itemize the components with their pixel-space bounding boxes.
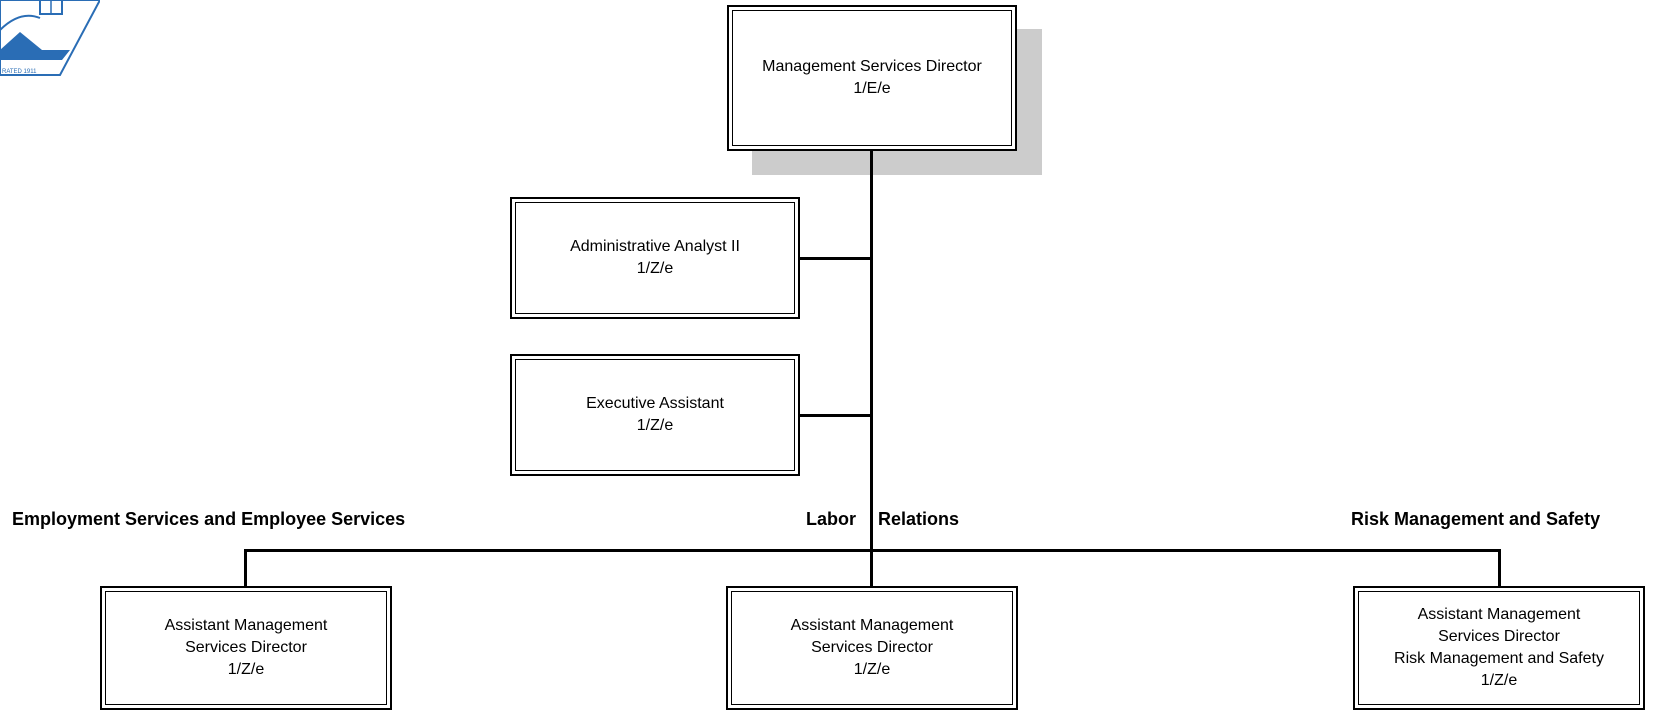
staff-box-content: Executive Assistant 1/Z/e: [515, 359, 795, 471]
staff-connector-1: [798, 257, 872, 260]
box-line: Risk Management and Safety: [1394, 650, 1604, 667]
box-line: Services Director: [1438, 628, 1560, 645]
section-drop-left: [244, 549, 247, 587]
box-line: Assistant Management: [164, 617, 328, 634]
staff-box-administrative-analyst: Administrative Analyst II 1/Z/e: [510, 197, 800, 319]
staff-title: Executive Assistant: [586, 395, 724, 412]
city-seal-logo: RATED 1911: [0, 0, 100, 76]
staff-box-content: Administrative Analyst II 1/Z/e: [515, 202, 795, 314]
box-line: Assistant Management: [790, 617, 954, 634]
director-box-content: Management Services Director 1/E/e: [732, 10, 1012, 146]
section-label-labor-left: Labor: [806, 509, 857, 529]
assistant-director-box-content: Assistant Management Services Director 1…: [105, 591, 387, 705]
staff-code: 1/Z/e: [636, 260, 674, 277]
section-label-labor-right: Relations: [878, 509, 960, 529]
box-line: 1/Z/e: [1480, 672, 1518, 689]
assistant-director-box-content: Assistant Management Services Director R…: [1358, 591, 1640, 705]
section-drop-right: [1498, 549, 1501, 587]
box-line: Assistant Management: [1417, 606, 1581, 623]
box-line: Services Director: [811, 639, 933, 656]
staff-box-executive-assistant: Executive Assistant 1/Z/e: [510, 354, 800, 476]
assistant-director-box-content: Assistant Management Services Director 1…: [731, 591, 1013, 705]
section-label-employment: Employment Services and Employee Service…: [12, 509, 406, 529]
assistant-director-box-risk: Assistant Management Services Director R…: [1353, 586, 1645, 710]
director-box: Management Services Director 1/E/e: [727, 5, 1017, 151]
box-line: Services Director: [185, 639, 307, 656]
assistant-director-box-employment: Assistant Management Services Director 1…: [100, 586, 392, 710]
section-horizontal-line: [244, 549, 1501, 552]
staff-title: Administrative Analyst II: [570, 238, 740, 255]
assistant-director-box-labor: Assistant Management Services Director 1…: [726, 586, 1018, 710]
box-line: 1/Z/e: [227, 661, 265, 678]
box-line: 1/Z/e: [853, 661, 891, 678]
staff-code: 1/Z/e: [636, 417, 674, 434]
section-label-risk: Risk Management and Safety: [1351, 509, 1601, 529]
director-title: Management Services Director: [762, 58, 982, 75]
logo-text: RATED 1911: [2, 69, 37, 75]
staff-connector-2: [798, 414, 872, 417]
trunk-vertical-line: [870, 150, 873, 586]
director-code: 1/E/e: [853, 80, 891, 97]
